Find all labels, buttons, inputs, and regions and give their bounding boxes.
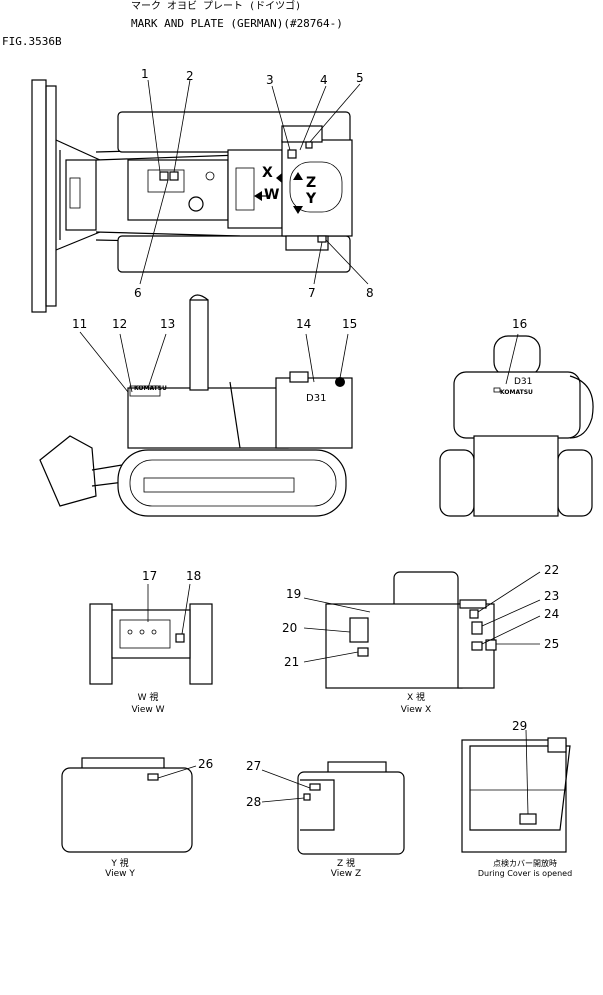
- callout-22: 22: [544, 563, 560, 577]
- callout-8: 8: [366, 286, 374, 300]
- callout-20: 20: [282, 621, 298, 635]
- diagram-title: MARK AND PLATE (GERMAN)(#28764-): [131, 17, 343, 30]
- callout-21: 21: [284, 655, 300, 669]
- view-y-caption: View Y: [105, 869, 135, 879]
- view-marker-z: Z: [306, 175, 317, 191]
- callout-24: 24: [544, 607, 560, 621]
- cover-caption: During Cover is opened: [477, 869, 573, 878]
- view-z-drawing: [261, 761, 405, 855]
- callout-17: 17: [142, 569, 158, 583]
- callout-25: 25: [544, 637, 560, 651]
- callout-18: 18: [186, 569, 202, 583]
- callout-19: 19: [286, 587, 302, 601]
- callout-23: 23: [544, 589, 560, 603]
- callout-15: 15: [342, 317, 358, 331]
- side-brand-label: KOMATSU: [134, 385, 167, 392]
- view-w-caption-jp: W 視: [137, 693, 159, 703]
- view-z-caption: View Z: [330, 869, 362, 879]
- callout-28: 28: [246, 795, 262, 809]
- rear-model-label: D31: [514, 377, 533, 387]
- view-marker-w: W: [264, 187, 280, 203]
- callout-3: 3: [266, 73, 274, 87]
- callout-4: 4: [320, 73, 328, 87]
- view-marker-y: Y: [306, 191, 317, 207]
- callout-7: 7: [308, 286, 316, 300]
- view-w-drawing: [89, 583, 213, 685]
- view-x-caption: View X: [400, 705, 432, 715]
- view-z-caption-jp: Z 視: [336, 859, 356, 869]
- callout-2: 2: [186, 69, 194, 83]
- callout-1: 1: [141, 67, 149, 81]
- callout-26: 26: [198, 757, 214, 771]
- callout-11: 11: [72, 317, 88, 331]
- view-y-caption-jp: Y 視: [111, 859, 129, 869]
- callout-27: 27: [246, 759, 262, 773]
- view-y-drawing: [61, 757, 197, 853]
- side-view-dozer: [39, 294, 353, 517]
- view-marker-x: X: [262, 165, 273, 181]
- figure-number: FIG.3536B: [2, 35, 62, 48]
- rear-brand-label: KOMATSU: [500, 389, 533, 396]
- top-view-dozer: [31, 79, 369, 313]
- callout-29: 29: [512, 719, 528, 733]
- callout-5: 5: [356, 71, 364, 85]
- view-w-caption: View W: [131, 705, 165, 715]
- callout-12: 12: [112, 317, 128, 331]
- callout-6: 6: [134, 286, 142, 300]
- rear-view-dozer: [439, 333, 594, 517]
- view-x-drawing: [303, 571, 541, 689]
- cover-open-drawing: [461, 729, 571, 853]
- japanese-title: マーク オヨビ プレート (ドイツゴ): [131, 1, 302, 12]
- callout-13: 13: [160, 317, 176, 331]
- view-x-caption-jp: X 視: [406, 693, 426, 703]
- side-model-label: D31: [306, 393, 327, 404]
- cover-caption-jp: 点検カバー開放時: [493, 859, 557, 868]
- callout-14: 14: [296, 317, 312, 331]
- callout-16: 16: [512, 317, 528, 331]
